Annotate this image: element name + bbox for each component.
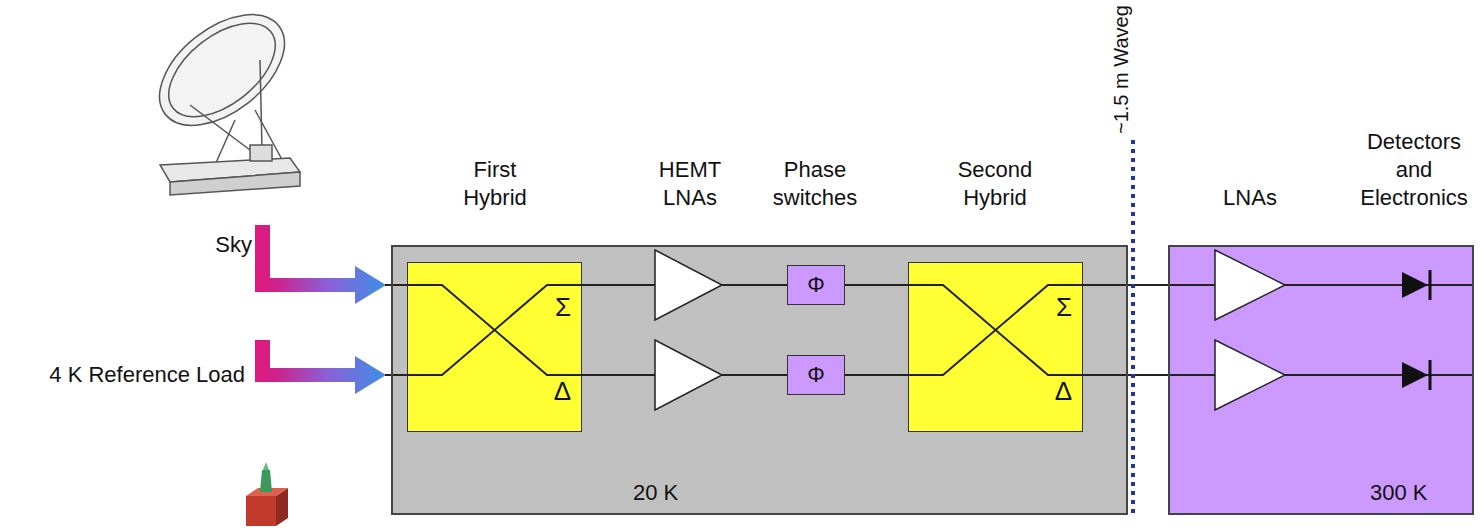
hybrid-coupler: ΣΔ xyxy=(407,262,582,432)
temperature-label: 20 K xyxy=(633,479,678,507)
dish-strut xyxy=(260,60,262,150)
stage-heading: Phase switches xyxy=(765,156,865,212)
signal-line xyxy=(845,374,908,376)
port-symbol: Δ xyxy=(408,376,581,406)
waveguide-label: ~1.5 m Waveg xyxy=(1110,5,1132,134)
diode-symbol xyxy=(1402,272,1428,298)
wire xyxy=(385,374,407,376)
phase-symbol: Φ xyxy=(807,362,825,388)
mount-base-side xyxy=(170,172,300,195)
amplifier-symbol xyxy=(655,250,722,320)
dish-reflector xyxy=(139,0,304,147)
dish-strut xyxy=(190,105,250,150)
reference-feed-arrow xyxy=(255,340,386,394)
temperature-label: 300 K xyxy=(1370,479,1428,507)
sky-feed-arrow xyxy=(255,225,386,304)
hybrid-path xyxy=(908,285,1083,375)
phase-switch: Φ xyxy=(787,265,845,305)
hybrid-path xyxy=(407,285,582,375)
hybrid-crossing-lines xyxy=(908,262,1083,432)
cryogenic-region: 20 KΣΔΦΦΣΔ xyxy=(391,245,1128,515)
signal-line xyxy=(845,284,908,286)
dish-strut xyxy=(215,120,235,165)
input-label: 4 K Reference Load xyxy=(2,361,245,389)
amplifier-symbol xyxy=(1215,250,1285,320)
diode-bar xyxy=(1429,270,1432,300)
hybrid-path xyxy=(407,285,582,375)
antenna-illustration xyxy=(139,0,304,195)
warm-region: 300 K xyxy=(1168,245,1474,515)
region-fill xyxy=(391,245,1128,515)
reference-load-icon xyxy=(246,462,288,526)
dish-rim xyxy=(152,5,292,135)
hybrid-path xyxy=(908,285,1083,375)
wire xyxy=(385,284,407,286)
stage-heading: LNAs xyxy=(1210,184,1290,212)
diode-bar xyxy=(1429,360,1432,390)
diode-symbol xyxy=(1402,362,1428,388)
input-label: Sky xyxy=(200,231,252,259)
waveguide-break-line xyxy=(1131,140,1135,515)
port-symbol: Δ xyxy=(909,376,1082,406)
load-tower xyxy=(260,470,272,492)
hybrid-crossing-lines xyxy=(407,262,582,432)
port-symbol: Σ xyxy=(408,292,581,322)
stage-heading: HEMT LNAs xyxy=(650,156,730,212)
stage-heading: Second Hybrid xyxy=(945,156,1045,212)
stage-heading: Detectors and Electronics xyxy=(1355,128,1473,212)
load-tower-tip xyxy=(263,462,269,470)
phase-switch: Φ xyxy=(787,355,845,395)
receiver-housing xyxy=(250,145,272,161)
port-symbol: Σ xyxy=(909,292,1082,322)
stage-heading: First Hybrid xyxy=(445,156,545,212)
amplifier-symbol xyxy=(1215,340,1285,410)
phase-symbol: Φ xyxy=(807,272,825,298)
hybrid-coupler: ΣΔ xyxy=(908,262,1083,432)
amplifier-symbol xyxy=(655,340,722,410)
load-front xyxy=(246,496,276,526)
